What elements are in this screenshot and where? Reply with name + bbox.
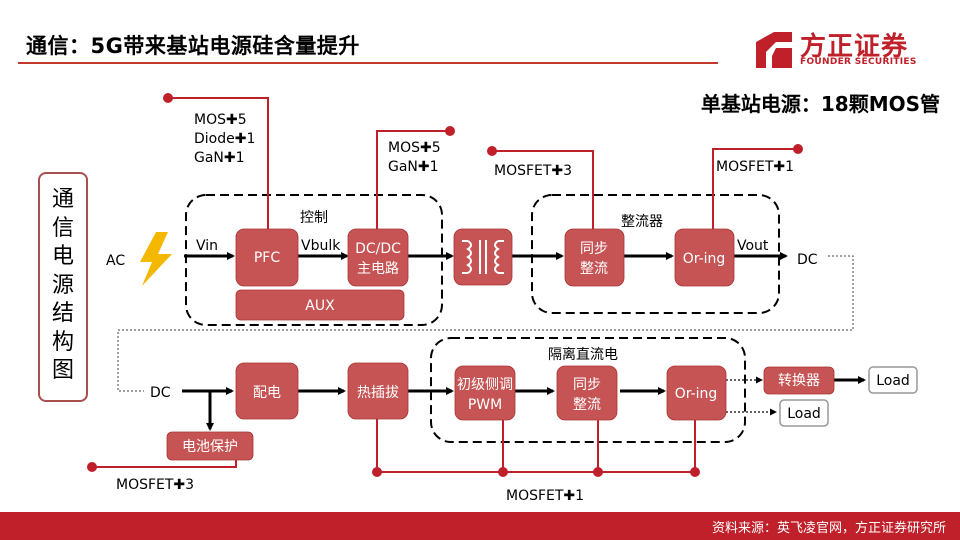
- vout-label: Vout: [737, 238, 769, 254]
- side-char: 电: [51, 244, 74, 269]
- dcdc-annotation-dot: [445, 126, 455, 136]
- dc-out-label: DC: [797, 252, 818, 268]
- group-control: [185, 194, 443, 326]
- logo-en-text: FOUNDER SECURITIES: [800, 57, 917, 67]
- sync-rect2-block: [556, 365, 618, 421]
- power-structure-diagram: 控制 整流器 隔离直流电 MOS✚5 Diode✚1 GaN✚1 MOS✚5 G…: [87, 93, 918, 504]
- sync-rect1-block: [564, 228, 625, 287]
- pfc-annotation-dot: [163, 93, 173, 103]
- footer-source: 资料来源：英飞凌官网，方正证券研究所: [711, 521, 946, 536]
- sync-rect2-label-1: 同步: [573, 377, 601, 393]
- side-char: 图: [51, 358, 74, 383]
- subtitle: 单基站电源：18颗MOS管: [700, 92, 940, 116]
- dc-loop-dotted-line: [117, 255, 854, 392]
- side-char: 信: [51, 215, 74, 241]
- group-isolated-dc-label: 隔离直流电: [548, 346, 618, 363]
- footer-bar: 资料来源：英飞凌官网，方正证券研究所: [0, 512, 960, 540]
- hotswap-block: [347, 362, 409, 420]
- vin-label: Vin: [196, 238, 218, 254]
- distribution-block: [235, 362, 299, 420]
- converter-block-label: 转换器: [778, 372, 820, 389]
- dcdc-annotation-mos: MOS✚5: [388, 140, 441, 156]
- pfc-annotation-diode: Diode✚1: [194, 131, 255, 147]
- page-title: 通信：5G带来基站电源硅含量提升: [26, 34, 360, 58]
- battery-annotation-dot: [87, 462, 97, 472]
- battery-annotation-wire: [92, 460, 237, 468]
- distribution-block-label: 配电: [253, 385, 281, 401]
- aux-block: [235, 289, 405, 321]
- load1-box: [868, 366, 918, 394]
- group-rectifier: [531, 194, 780, 314]
- pfc-block-label: PFC: [254, 250, 280, 266]
- pfc-annotation-mos: MOS✚5: [194, 112, 247, 128]
- logo-cn-text: 方正证券: [800, 32, 909, 62]
- lightning-icon: [140, 232, 172, 286]
- company-logo: 方正证券 FOUNDER SECURITIES: [752, 28, 932, 72]
- pwm-block: [454, 365, 516, 421]
- dcdc-block: [347, 228, 409, 287]
- bottom-annotation: MOSFET✚1: [506, 488, 584, 504]
- sync-rect2-label-2: 整流: [573, 397, 601, 413]
- converter-block: [763, 366, 835, 395]
- side-char: 通: [51, 187, 74, 212]
- bottom-annotation-wire: [376, 410, 696, 473]
- oring2-block-label: Or-ing: [675, 386, 718, 402]
- bottom-annotation-dot: [498, 467, 508, 477]
- oring2-block: [666, 365, 727, 421]
- side-label: 通 信 电 源 结 构 图: [40, 186, 86, 386]
- group-control-label: 控制: [300, 210, 328, 226]
- oring1-block-label: Or-ing: [683, 251, 726, 267]
- bottom-annotation-dot: [372, 467, 382, 477]
- side-label-box: 通 信 电 源 结 构 图: [38, 172, 88, 402]
- pwm-block-label-2: PWM: [468, 397, 502, 413]
- transformer-block: [453, 228, 513, 286]
- sync-rect1-annotation-wire: [492, 150, 594, 230]
- side-char: 源: [51, 272, 74, 298]
- battery-protection-label: 电池保护: [182, 439, 238, 455]
- load1-label: Load: [876, 373, 910, 389]
- side-char: 结: [51, 301, 74, 326]
- sync-rect1-label-1: 同步: [580, 241, 608, 257]
- load2-box: [779, 399, 829, 427]
- bottom-annotation-dot: [690, 467, 700, 477]
- ac-label: AC: [106, 253, 125, 269]
- pwm-block-label-1: 初级侧调: [457, 376, 513, 393]
- dc-in-label: DC: [150, 385, 171, 401]
- battery-annotation: MOSFET✚3: [116, 477, 194, 493]
- vbulk-label: Vbulk: [301, 238, 341, 254]
- sync-rect1-annotation-dot: [487, 146, 497, 156]
- pfc-annotation-gan: GaN✚1: [194, 150, 245, 166]
- oring1-block: [674, 228, 735, 287]
- aux-block-label: AUX: [305, 298, 335, 314]
- oring1-annotation-dot: [793, 144, 803, 154]
- title-underline: [18, 62, 718, 64]
- group-isolated-dc: [430, 337, 746, 443]
- bottom-annotation-dot: [593, 467, 603, 477]
- battery-protection-block: [166, 431, 254, 461]
- transformer-icon: [462, 240, 504, 274]
- side-char: 构: [51, 329, 74, 355]
- dcdc-annotation-gan: GaN✚1: [388, 159, 439, 175]
- sync-rect1-annotation: MOSFET✚3: [494, 163, 572, 179]
- logo-mark-icon: [756, 32, 792, 68]
- dcdc-block-label-1: DC/DC: [355, 241, 401, 257]
- group-rectifier-label: 整流器: [621, 214, 663, 230]
- pfc-block: [235, 228, 299, 287]
- pfc-annotation-wire: [168, 97, 269, 230]
- load2-label: Load: [787, 406, 821, 422]
- oring1-annotation-wire: [712, 148, 798, 230]
- dcdc-block-label-2: 主电路: [357, 261, 399, 277]
- sync-rect1-label-2: 整流: [580, 261, 608, 277]
- dcdc-annotation-wire: [376, 130, 450, 230]
- hotswap-block-label: 热插拔: [357, 385, 399, 401]
- oring1-annotation: MOSFET✚1: [716, 159, 794, 175]
